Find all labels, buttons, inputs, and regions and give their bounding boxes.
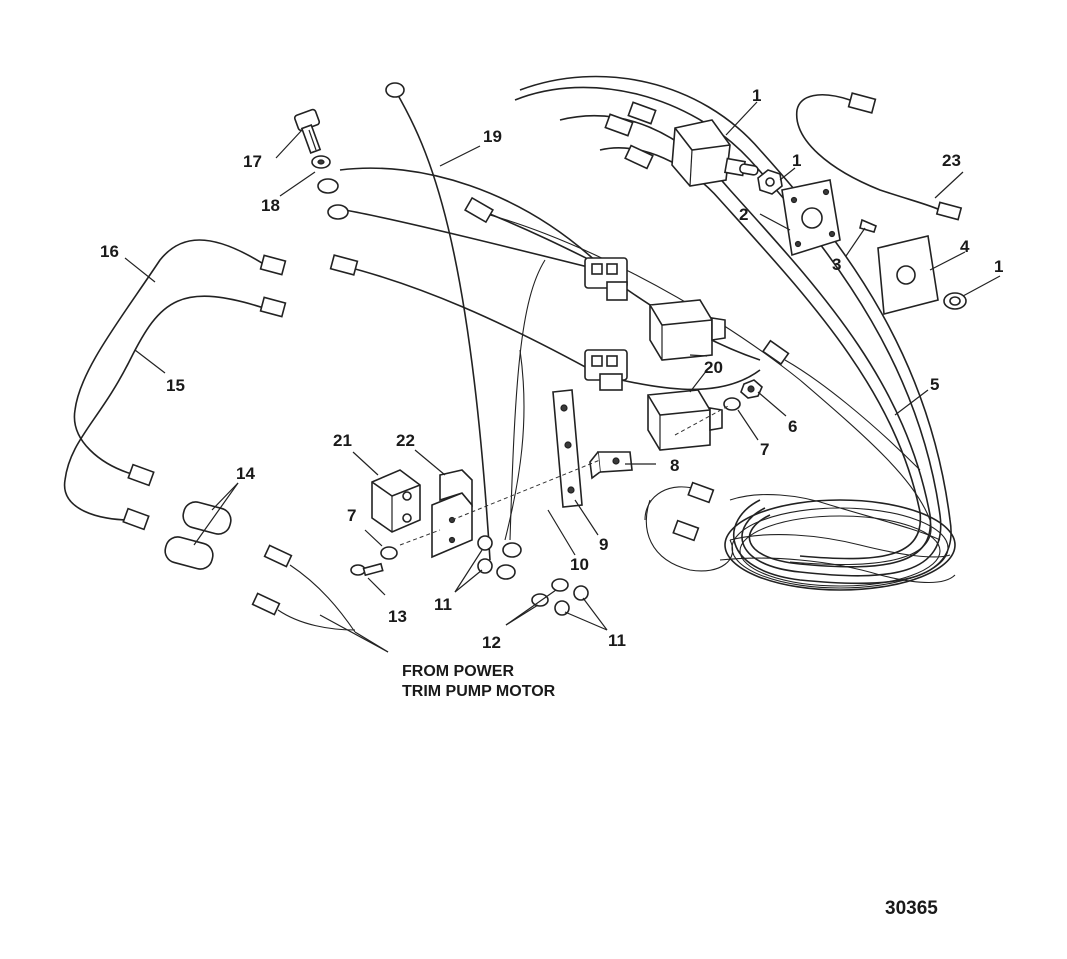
callout-1a: 1 bbox=[752, 86, 761, 105]
harness-connector-lower bbox=[584, 349, 628, 391]
callout-11-left: 11 bbox=[434, 595, 452, 614]
nut bbox=[740, 379, 763, 399]
mounting-strap bbox=[552, 389, 583, 508]
callout-20: 20 bbox=[704, 358, 723, 377]
trim-lead-15 bbox=[63, 295, 287, 531]
harness-leads bbox=[339, 89, 921, 572]
relay-lower bbox=[647, 389, 723, 451]
ring-terminals bbox=[317, 82, 494, 276]
callout-1c: 1 bbox=[994, 257, 1003, 276]
callout-2: 2 bbox=[739, 205, 748, 224]
nuts-group bbox=[477, 535, 589, 616]
callout-9: 9 bbox=[599, 535, 608, 554]
connector-sleeves bbox=[164, 501, 232, 570]
circuit-breaker bbox=[371, 469, 421, 533]
washer bbox=[311, 155, 331, 169]
callout-13: 13 bbox=[388, 607, 407, 626]
callout-numbers: 1 1 1 2 3 4 5 6 7 7 8 9 10 11 11 12 13 1… bbox=[100, 86, 1003, 652]
pump-motor-leads bbox=[251, 544, 356, 633]
trim-lead-16 bbox=[73, 239, 287, 487]
callout-7-left: 7 bbox=[347, 506, 356, 525]
switch-lead bbox=[796, 92, 963, 221]
callout-23: 23 bbox=[942, 151, 961, 170]
switch-plate bbox=[781, 179, 841, 257]
switch-nut-lower bbox=[943, 292, 967, 310]
relay-upper bbox=[649, 299, 726, 361]
plate-screw bbox=[859, 218, 877, 233]
callout-19: 19 bbox=[483, 127, 502, 146]
callout-17: 17 bbox=[243, 152, 262, 171]
switch-nut-upper bbox=[757, 169, 783, 195]
toggle-switch bbox=[671, 119, 759, 187]
callout-18: 18 bbox=[261, 196, 280, 215]
figure-number: 30365 bbox=[885, 898, 938, 919]
callout-3: 3 bbox=[832, 255, 841, 274]
callout-15: 15 bbox=[166, 376, 185, 395]
callout-11-right: 11 bbox=[608, 631, 626, 650]
screw bbox=[350, 562, 384, 577]
harness-switch-terminals bbox=[604, 101, 790, 542]
caption-line-1: FROM POWER bbox=[402, 663, 514, 680]
assembly-lines bbox=[399, 404, 731, 546]
callout-7-right: 7 bbox=[760, 440, 769, 459]
callout-16: 16 bbox=[100, 242, 119, 261]
callout-6: 6 bbox=[788, 417, 797, 436]
callout-5: 5 bbox=[930, 375, 939, 394]
caption-line-2: TRIM PUMP MOTOR bbox=[402, 683, 556, 700]
callout-10: 10 bbox=[570, 555, 589, 574]
callout-21: 21 bbox=[333, 431, 352, 450]
leader-lines bbox=[124, 101, 1001, 653]
callout-8: 8 bbox=[670, 456, 679, 475]
callout-4: 4 bbox=[960, 237, 970, 256]
washer-right bbox=[723, 397, 741, 411]
harness-connector-upper bbox=[584, 257, 628, 301]
callout-12: 12 bbox=[482, 633, 501, 652]
callout-22: 22 bbox=[396, 431, 415, 450]
breaker-bracket bbox=[431, 469, 473, 559]
bracket bbox=[589, 451, 633, 480]
bolt bbox=[293, 108, 322, 154]
callout-1b: 1 bbox=[792, 151, 801, 170]
decal bbox=[877, 235, 939, 316]
callout-14: 14 bbox=[236, 464, 255, 483]
washer-left bbox=[380, 546, 398, 560]
